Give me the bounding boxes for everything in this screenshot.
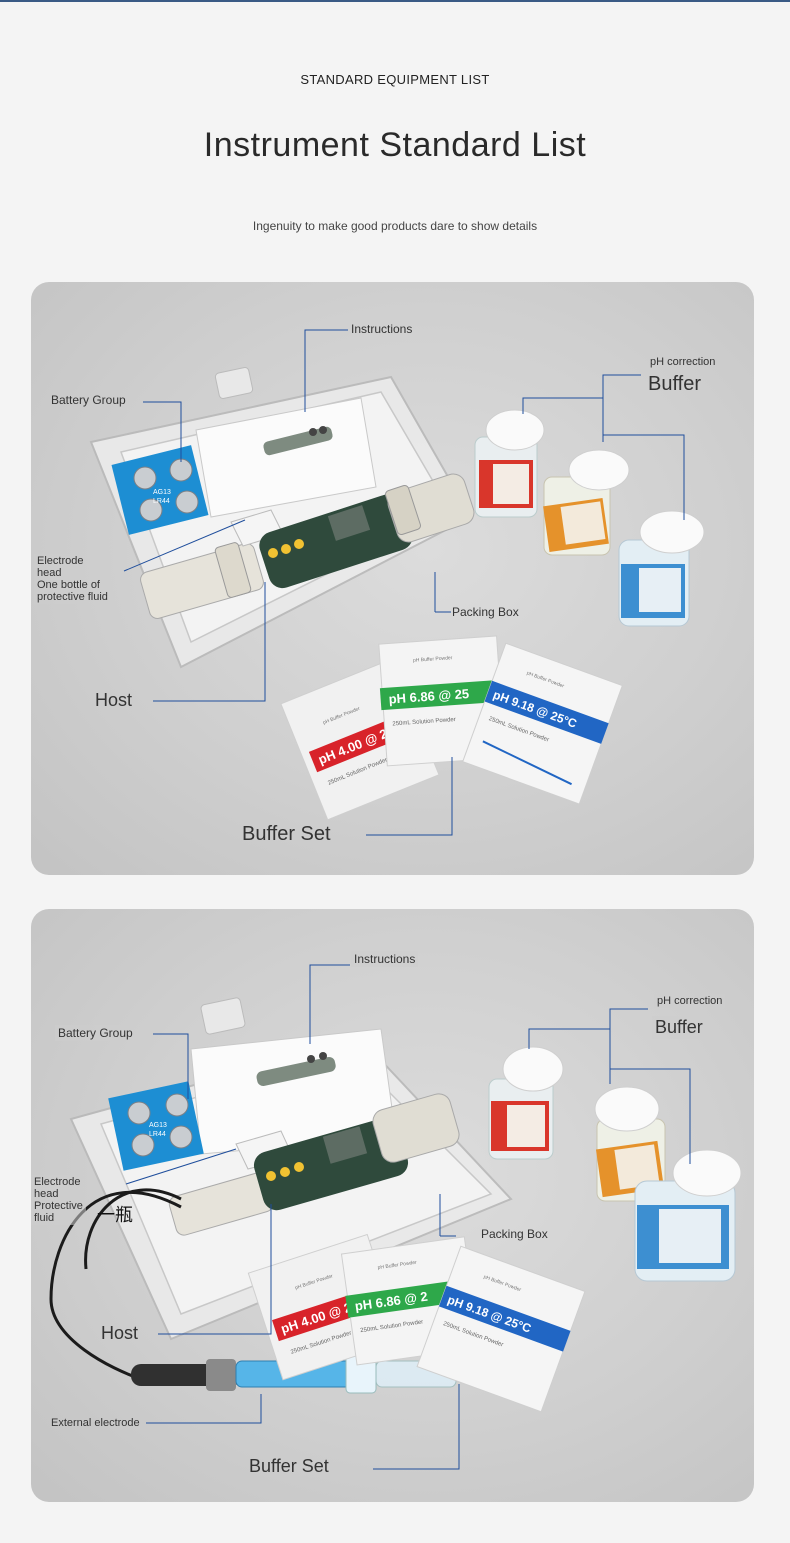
label-battery-group: Battery Group bbox=[55, 1025, 136, 1041]
buffer-bottle-red bbox=[488, 1046, 564, 1160]
equipment-photo-1: AG13 LR44 bbox=[31, 282, 754, 875]
sachet-ph-686-top: pH Buffer Powder bbox=[377, 1260, 417, 1271]
product-illustration-2: AG13 LR44 bbox=[49, 964, 742, 1470]
label-buffer: Buffer bbox=[648, 373, 701, 395]
buffer-bottle-blue bbox=[618, 510, 705, 627]
sachet-ph-686-label: pH 6.86 @ 25 bbox=[388, 686, 469, 707]
label-packing-box: Packing Box bbox=[481, 1227, 548, 1241]
host-meter bbox=[253, 1093, 460, 1211]
battery-code-1: AG13 bbox=[149, 1122, 167, 1129]
label-buffer: Buffer bbox=[652, 1016, 706, 1039]
label-external-electrode: External electrode bbox=[51, 1417, 140, 1429]
battery-code-2: LR44 bbox=[153, 498, 170, 505]
label-ph-correction: pH correction bbox=[650, 356, 716, 368]
label-instructions: Instructions bbox=[351, 951, 419, 967]
product-illustration-1: AG13 LR44 bbox=[89, 329, 705, 836]
instructions-booklet bbox=[190, 1028, 397, 1155]
label-host: Host bbox=[95, 690, 133, 710]
label-battery-group: Battery Group bbox=[51, 393, 126, 407]
electrode-cable bbox=[49, 1191, 182, 1381]
sachet-ph-686-top: pH Buffer Powder bbox=[413, 655, 453, 664]
label-host: Host bbox=[101, 1323, 139, 1343]
label-ph-correction: pH correction bbox=[654, 994, 726, 1008]
electrode-head bbox=[140, 509, 284, 619]
page-subtitle: Ingenuity to make good products dare to … bbox=[252, 219, 538, 233]
label-buffer-set: Buffer Set bbox=[242, 823, 331, 845]
label-bottle-mark: 一瓶 bbox=[97, 1205, 133, 1225]
label-buffer-set: Buffer Set bbox=[249, 1456, 329, 1476]
sachet-ph-918: pH 9.18 @ 25°C 250mL Solution Powder pH … bbox=[416, 1245, 586, 1413]
label-electrode-head: Electrode head One bottle of protective … bbox=[34, 554, 111, 604]
callout-lines-1 bbox=[123, 329, 685, 836]
instructions-booklet bbox=[195, 397, 377, 518]
host-meter bbox=[259, 473, 475, 589]
label-instructions: Instructions bbox=[351, 322, 413, 336]
section-eyebrow: STANDARD EQUIPMENT LIST bbox=[300, 72, 490, 87]
sachet-ph-918: pH 9.18 @ 25°C 250mL Solution Powder pH … bbox=[462, 642, 623, 805]
equipment-photo-2: AG13 LR44 bbox=[31, 909, 754, 1502]
battery-code-1: AG13 bbox=[153, 489, 171, 496]
top-accent-bar bbox=[0, 0, 790, 2]
sachet-ph-686-sub: 250mL Solution Powder bbox=[392, 717, 456, 727]
buffer-bottle-orange bbox=[543, 449, 630, 556]
callout-lines-2 bbox=[125, 964, 691, 1470]
battery-card: AG13 LR44 bbox=[108, 1081, 204, 1171]
buffer-bottle-red bbox=[474, 409, 545, 518]
battery-card: AG13 LR44 bbox=[111, 445, 209, 535]
buffer-bottle-blue bbox=[634, 1149, 742, 1282]
label-packing-box: Packing Box bbox=[452, 605, 519, 619]
electrode-cable-loop bbox=[84, 1188, 182, 1270]
battery-code-2: LR44 bbox=[149, 1131, 166, 1138]
label-electrode-head: Electrode head Protective fluid bbox=[31, 1175, 86, 1225]
page-title: Instrument Standard List bbox=[203, 126, 587, 164]
